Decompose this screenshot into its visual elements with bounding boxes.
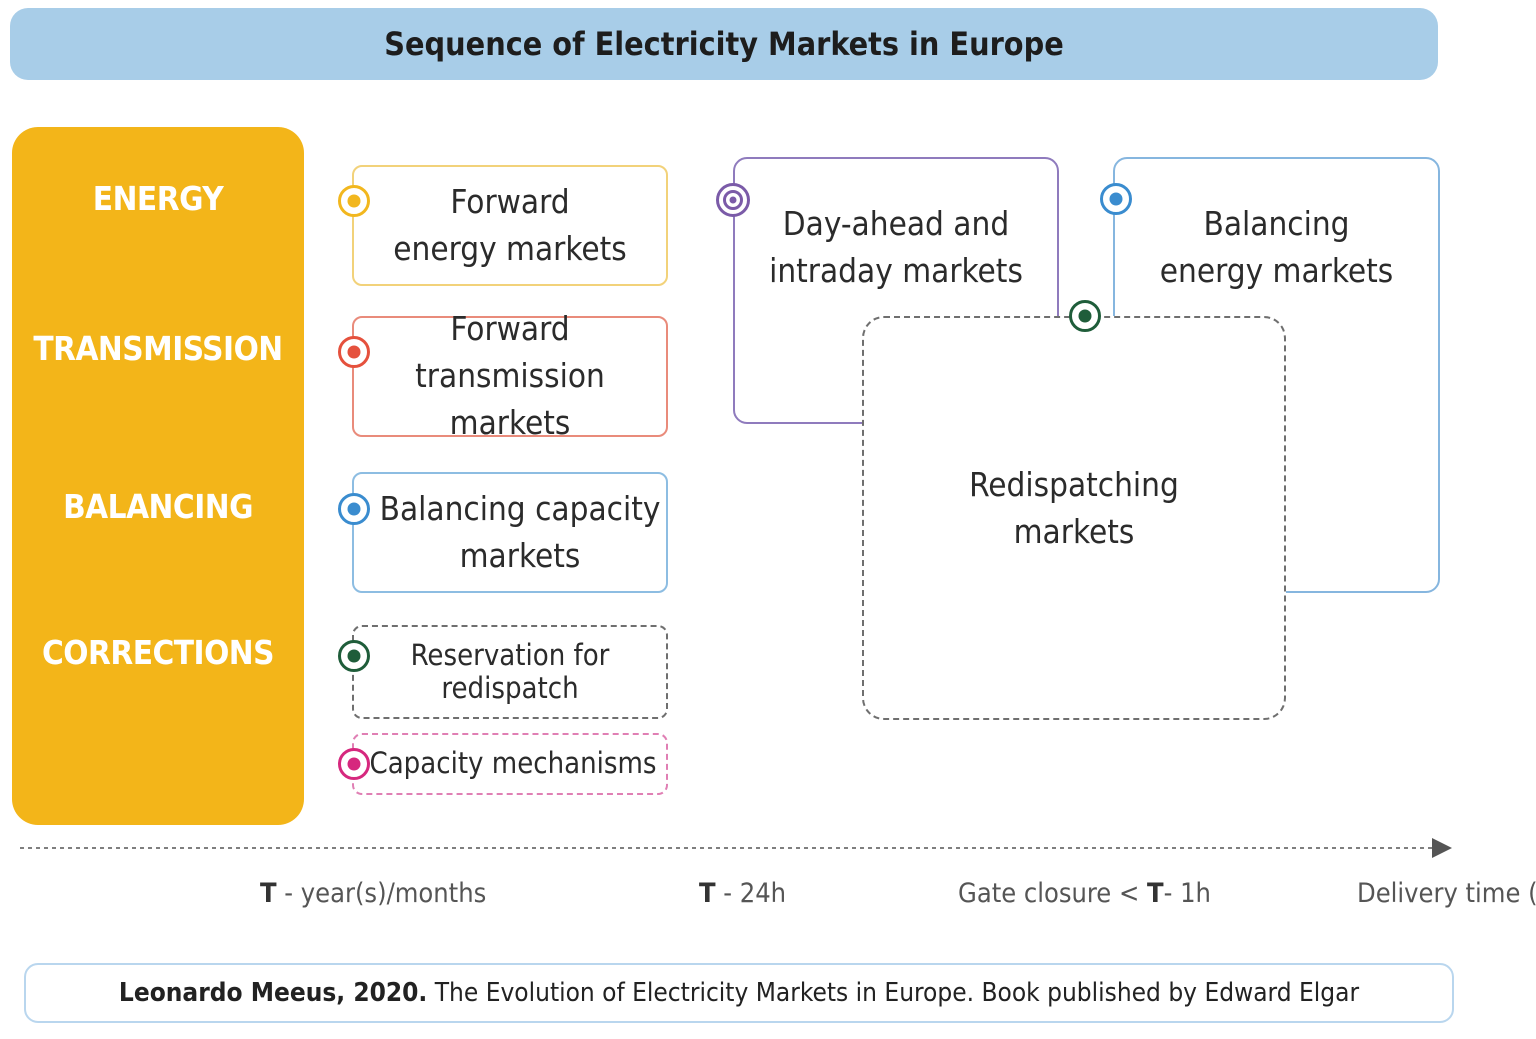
balancing-capacity-target-icon [338, 493, 370, 525]
energy-target-icon [338, 185, 370, 217]
timeline-label-gate-closure: Gate closure < T- 1h [958, 878, 1211, 909]
forward-transmission-box: Forward transmission markets [352, 309, 668, 442]
forward-energy-box: Forward energy markets [352, 165, 668, 286]
category-transmission: TRANSMISSION [33, 329, 283, 368]
category-balancing: BALANCING [63, 487, 253, 526]
timeline-arrow-icon [20, 838, 1452, 858]
forward-energy-label: Forward energy markets [393, 181, 627, 268]
reservation-redispatch-box: Reservation for redispatch [352, 625, 668, 719]
capacity-target-icon [338, 748, 370, 780]
title-banner: Sequence of Electricity Markets in Europ… [10, 8, 1438, 80]
timeline-label-24h-t: T [699, 878, 716, 909]
forward-transmission-label: Forward transmission markets [415, 309, 605, 442]
reservation-target-icon [338, 640, 370, 672]
timeline-label-delivery: Delivery time (T) [1357, 878, 1536, 909]
timeline-label-24h-text: - 24h [715, 878, 787, 909]
day-ahead-intraday-label: Day-ahead and intraday markets [769, 204, 1023, 290]
capacity-mechanisms-label: Capacity mechanisms [369, 746, 657, 781]
balancing-capacity-box: Balancing capacity markets [352, 472, 668, 593]
timeline-label-months-t: T [260, 878, 277, 909]
balancing-capacity-label: Balancing capacity markets [379, 488, 661, 575]
redispatching-target-icon [1069, 300, 1101, 332]
timeline-label-months: T - year(s)/months [260, 878, 486, 909]
citation-box: Leonardo Meeus, 2020. The Evolution of E… [24, 963, 1454, 1023]
citation-author: Leonardo Meeus, 2020. [118, 978, 428, 1008]
timeline-label-delivery-text: Delivery time ( [1357, 878, 1536, 909]
timeline-label-gate-t: T [1147, 878, 1164, 909]
timeline-label-24h: T - 24h [699, 878, 786, 909]
citation-text: The Evolution of Electricity Markets in … [427, 978, 1360, 1008]
timeline-label-months-text: - year(s)/months [276, 878, 487, 909]
balancing-energy-target-icon [1100, 183, 1132, 215]
day-ahead-double-ring-icon [716, 183, 750, 217]
category-corrections: CORRECTIONS [41, 633, 275, 672]
category-sidebar: ENERGY TRANSMISSION BALANCING CORRECTION… [12, 127, 304, 825]
page-title: Sequence of Electricity Markets in Europ… [384, 25, 1064, 63]
day-ahead-intraday-box: Day-ahead and intraday markets [733, 157, 1059, 424]
transmission-target-icon [338, 336, 370, 368]
reservation-redispatch-label: Reservation for redispatch [410, 637, 610, 705]
balancing-energy-label: Balancing energy markets [1159, 204, 1394, 290]
timeline-label-gate-text: Gate closure < [958, 878, 1148, 909]
capacity-mechanisms-box: Capacity mechanisms [352, 733, 668, 795]
timeline-label-gate-rest: - 1h [1163, 878, 1211, 909]
redispatching-box: Redispatching markets [862, 316, 1286, 720]
category-energy: ENERGY [92, 179, 224, 218]
redispatching-label: Redispatching markets [969, 465, 1179, 551]
